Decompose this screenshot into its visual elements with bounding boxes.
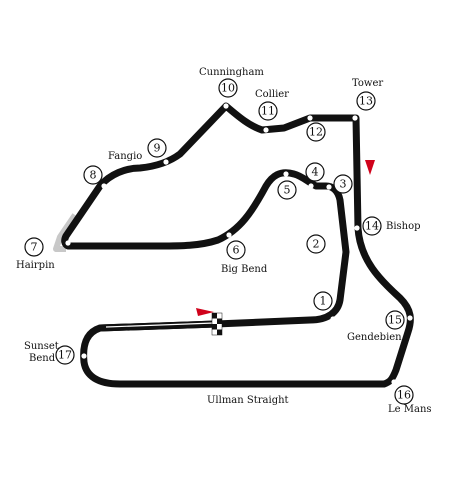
turn-name-6: Big Bend [221, 264, 268, 275]
turn-dot-4 [308, 183, 314, 189]
turn-badge-5: 5 [277, 180, 297, 200]
turn-name-14: Bishop [386, 221, 421, 232]
turn-dot-17 [81, 353, 87, 359]
svg-text:13: 13 [359, 95, 373, 108]
turn-badge-8: 8 [83, 165, 103, 185]
svg-text:15: 15 [388, 314, 402, 327]
turn-dot-9 [163, 159, 169, 165]
svg-text:17: 17 [58, 349, 72, 362]
direction-arrow-icon [365, 160, 375, 175]
turn-dot-5 [283, 171, 289, 177]
svg-text:4: 4 [312, 166, 319, 179]
turn-badge-2: 2 [306, 234, 326, 254]
turn-dot-10 [223, 103, 229, 109]
turn-badge-7: 7 [24, 237, 44, 257]
track-outline [61, 102, 414, 388]
svg-text:8: 8 [90, 169, 97, 182]
svg-text:10: 10 [221, 82, 235, 95]
svg-text:12: 12 [309, 126, 323, 139]
turn-badge-4: 4 [305, 162, 325, 182]
svg-text:7: 7 [31, 241, 38, 254]
turn-dot-1 [330, 316, 336, 322]
hairpin-runoff [53, 213, 78, 252]
turn-name-9: Fangio [108, 151, 142, 162]
turn-name-13: Tower [352, 78, 383, 89]
turn-dot-6 [226, 232, 232, 238]
svg-text:1: 1 [320, 295, 327, 308]
svg-text:3: 3 [340, 178, 347, 191]
turn-dot-8 [101, 183, 107, 189]
turn-dot-3 [326, 184, 332, 190]
turn-dot-16 [391, 379, 397, 385]
turn-name-16: Le Mans [388, 404, 432, 415]
turn-name-7: Hairpin [16, 260, 55, 271]
turn-name-15: Gendebien [347, 332, 402, 343]
turn-badge-12: 12 [306, 122, 326, 142]
turn-dot-13 [352, 115, 358, 121]
turn-dot-11 [263, 127, 269, 133]
turn-badge-17: 17 [55, 345, 75, 365]
turn-badge-1: 1 [313, 291, 333, 311]
turn-badge-14: 14 [362, 216, 382, 236]
turn-badge-9: 9 [147, 138, 167, 158]
svg-text:6: 6 [233, 244, 240, 257]
turn-badge-6: 6 [226, 240, 246, 260]
pit-lane [99, 320, 217, 332]
turn-badge-3: 3 [333, 174, 353, 194]
turn-dots [65, 103, 413, 385]
svg-text:2: 2 [313, 238, 320, 251]
turn-dot-7 [65, 240, 71, 246]
turn-badge-11: 11 [258, 101, 278, 121]
start-flag-icon [196, 308, 214, 316]
turn-badge-10: 10 [218, 78, 238, 98]
turn-dot-15 [407, 315, 413, 321]
turn-badge-16: 16 [394, 385, 414, 405]
svg-text:16: 16 [397, 389, 411, 402]
turn-badge-13: 13 [356, 91, 376, 111]
turn-badge-15: 15 [385, 310, 405, 330]
svg-text:5: 5 [284, 184, 291, 197]
turn-dot-2 [332, 253, 338, 259]
turn-name-10: Cunningham [199, 67, 264, 78]
svg-text:14: 14 [365, 220, 379, 233]
checkered-flag-icon [211, 312, 223, 336]
turn-name-11: Collier [255, 89, 289, 100]
turn-dot-14 [354, 225, 360, 231]
pit-lane-gap [105, 322, 215, 328]
turn-name-17: Sunset Bend [24, 341, 62, 364]
turn-dot-12 [307, 115, 313, 121]
svg-text:11: 11 [261, 105, 275, 118]
straight-label: Ullman Straight [207, 395, 289, 406]
svg-text:9: 9 [154, 142, 161, 155]
